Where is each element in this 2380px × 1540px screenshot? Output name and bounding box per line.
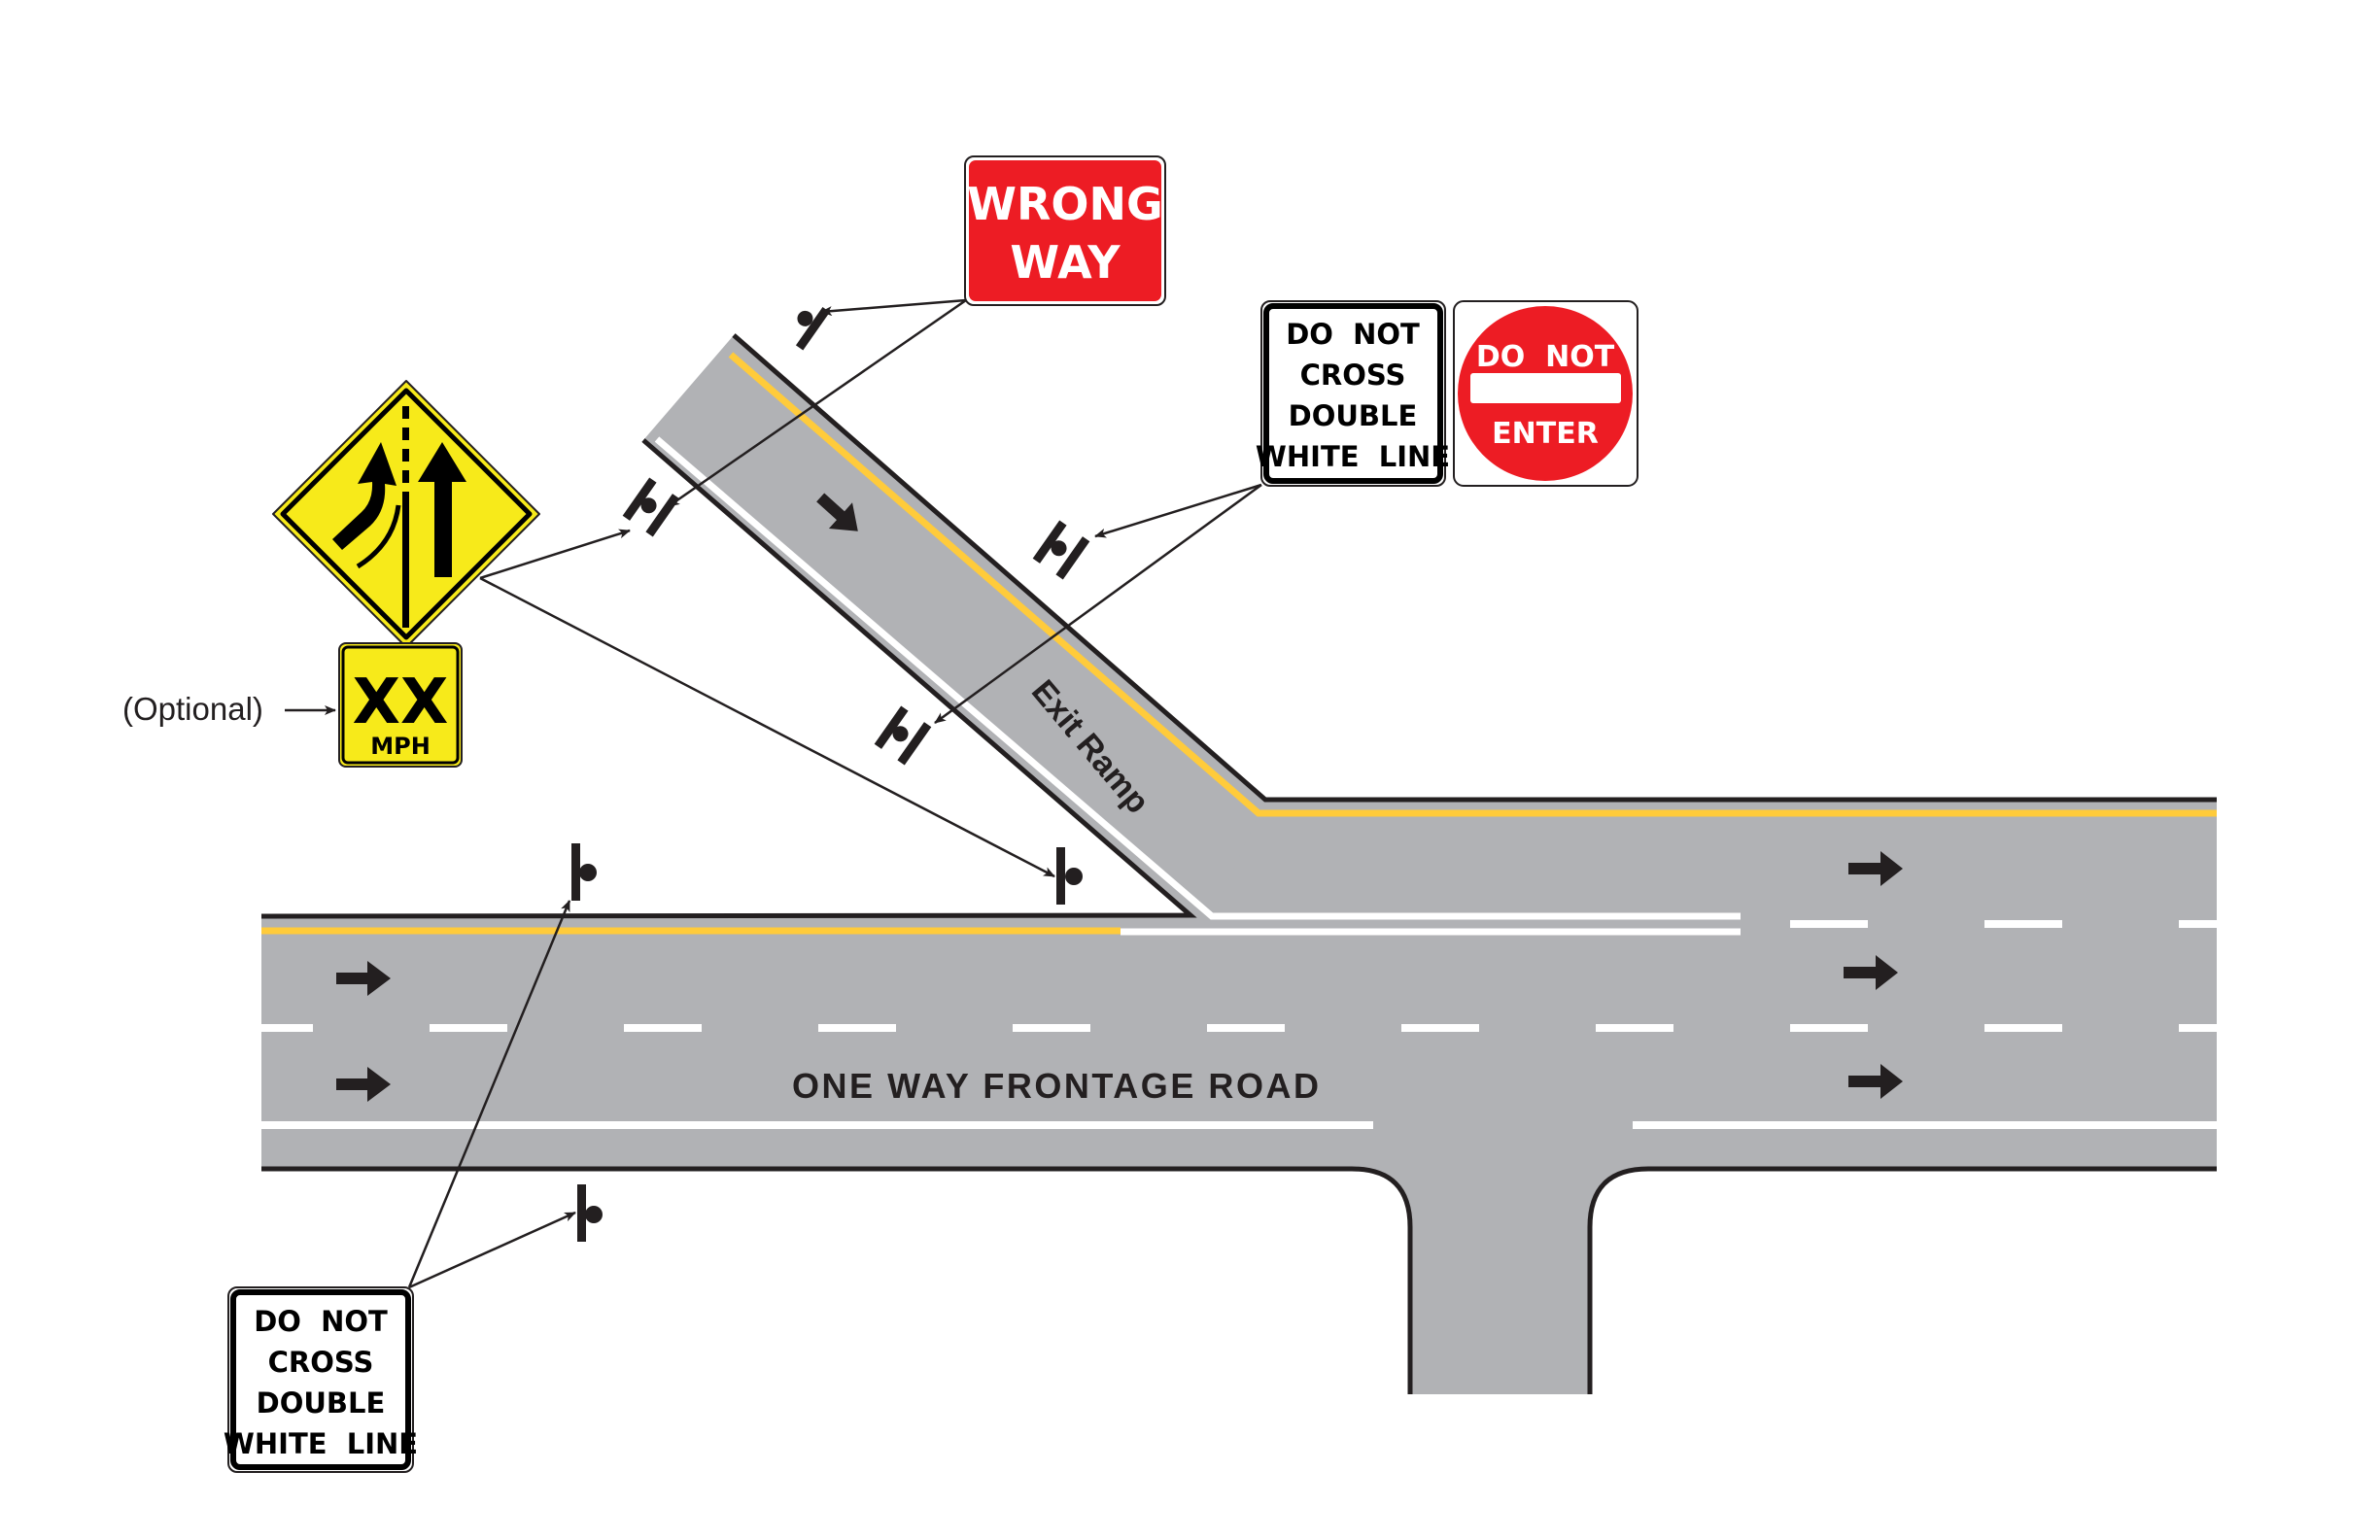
sign-line: DOUBLE <box>257 1386 386 1420</box>
sign-posts <box>571 307 1090 1242</box>
single-sign-post-icon <box>1056 847 1083 905</box>
frontage-road-pavement <box>261 800 2217 1394</box>
double-sign-post-icon <box>1032 520 1090 580</box>
lane-line-icon <box>402 406 409 628</box>
pavement-markings <box>261 352 2217 1129</box>
added-lane-warning-sign <box>272 380 540 648</box>
advisory-speed-plaque: XX MPH <box>338 642 463 768</box>
merge-arrow-icon <box>332 442 397 550</box>
exit-ramp-pavement <box>643 335 1265 916</box>
single-sign-post-icon <box>795 307 830 351</box>
lane-arrow-icon <box>1844 955 1898 990</box>
lane-arrow-icon <box>1848 851 1903 886</box>
do-not-cross-double-white-line-sign-top: DO NOT CROSS DOUBLE WHITE LINE <box>1256 300 1450 487</box>
do-not-cross-double-white-line-sign-bottom: DO NOT CROSS DOUBLE WHITE LINE <box>224 1286 418 1473</box>
sign-line: DO NOT <box>1286 318 1420 351</box>
single-sign-post-icon <box>577 1184 603 1242</box>
sign-line: CROSS <box>1300 359 1406 392</box>
road-edges <box>260 333 2217 1394</box>
sign-line: WHITE LINE <box>1256 440 1450 473</box>
do-not-enter-sign: DO NOT ENTER <box>1453 300 1638 487</box>
ramp-lane-arrow-icon <box>816 493 858 531</box>
leader-lines <box>285 298 1262 1289</box>
double-sign-post-icon <box>622 477 680 537</box>
optional-label: (Optional) <box>122 691 263 727</box>
single-sign-post-icon <box>571 843 597 901</box>
double-sign-post-icon <box>874 705 932 766</box>
wrong-way-sign: WRONG WAY <box>964 155 1166 306</box>
straight-arrow-icon <box>418 442 466 577</box>
lane-arrow-icon <box>336 961 391 996</box>
pavement <box>261 335 2217 1394</box>
wrong-way-line1: WRONG <box>967 178 1163 230</box>
advisory-speed-unit: MPH <box>370 733 431 760</box>
do-not-enter-line1: DO NOT <box>1476 340 1615 374</box>
sign-line: DOUBLE <box>1289 399 1418 432</box>
sign-line: WHITE LINE <box>224 1427 418 1460</box>
lane-arrows <box>336 493 1903 1102</box>
lane-arrow-icon <box>1848 1064 1903 1099</box>
frontage-road-label: ONE WAY FRONTAGE ROAD <box>792 1066 1319 1106</box>
lane-arrow-icon <box>336 1067 391 1102</box>
advisory-speed-value: XX <box>353 667 449 738</box>
merge-line-icon <box>356 504 401 569</box>
do-not-enter-line2: ENTER <box>1492 417 1599 451</box>
sign-line: CROSS <box>268 1346 374 1379</box>
wrong-way-line2: WAY <box>1010 236 1121 289</box>
sign-line: DO NOT <box>254 1305 388 1338</box>
